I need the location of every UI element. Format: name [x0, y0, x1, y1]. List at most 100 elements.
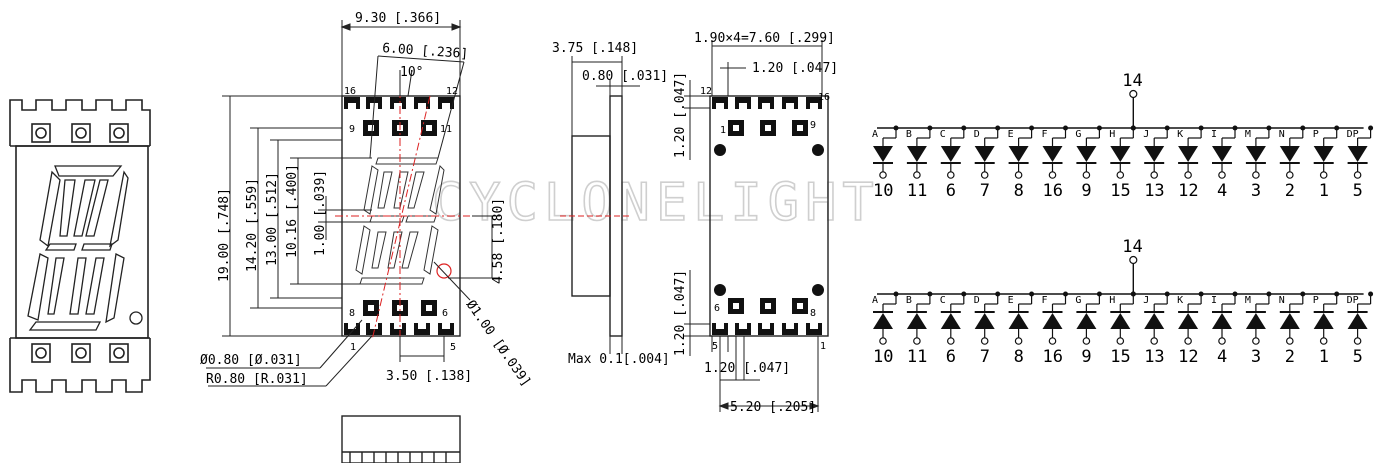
segment-label: N	[1279, 295, 1285, 306]
pin-label: 11	[440, 124, 452, 135]
segment-label: N	[1279, 129, 1285, 140]
diode-m: M3	[1245, 125, 1272, 201]
dim-max-label: Max 0.1[.004]	[568, 352, 670, 367]
pin-number: 2	[1285, 181, 1295, 201]
dim-pitch-total-label: 1.90×4=7.60 [.299]	[694, 31, 835, 46]
diode-j: J13	[1143, 291, 1170, 367]
segment-label: F	[1042, 295, 1048, 306]
pin-number: 9	[1081, 181, 1091, 201]
diode-f: F 16	[1042, 291, 1068, 367]
common-pin-label: 14	[1122, 71, 1142, 91]
pin-number: 16	[1043, 347, 1063, 367]
segment-label: E	[1008, 129, 1014, 140]
side-view: 3.75 [.148] 0.80 [.031] Max 0.1[.004]	[552, 41, 670, 367]
segment-label: I	[1211, 295, 1217, 306]
pin-label: 9	[349, 124, 355, 135]
pin-label: 1	[350, 342, 356, 353]
segment-label: C	[940, 129, 946, 140]
dim-pin-spacing-label: 3.50 [.138]	[386, 369, 472, 384]
pin-number: 9	[1081, 347, 1091, 367]
pin-number: 11	[907, 181, 927, 201]
back-pin-label: 8	[810, 308, 816, 319]
segment-label: B	[906, 295, 912, 306]
segment-label: A	[872, 295, 878, 306]
diode-p: P1	[1313, 125, 1340, 201]
segment-label: H	[1109, 295, 1115, 306]
dim-h-total-label: 19.00 [.748]	[217, 188, 232, 282]
segment-label: P	[1313, 129, 1319, 140]
back-pin-label: 1	[820, 341, 826, 352]
pin-number: 5	[1353, 347, 1363, 367]
dim-v-bottom-label: 1.20 [.047]	[673, 270, 688, 356]
segment-label: D	[974, 295, 980, 306]
pin-number: 10	[873, 181, 893, 201]
diode-e: E8	[1008, 125, 1035, 201]
pin-number: 3	[1251, 181, 1261, 201]
segment-label: DP	[1347, 295, 1359, 306]
segment-label: P	[1313, 295, 1319, 306]
segment-label: K	[1177, 129, 1183, 140]
dim-pad-top-label: 1.20 [.047]	[752, 61, 838, 76]
segment-label: J	[1143, 295, 1149, 306]
pin-number: 4	[1217, 181, 1227, 201]
diode-i: I4	[1211, 125, 1238, 201]
common-pin-label: 14	[1122, 237, 1142, 257]
segment-label: I	[1211, 129, 1217, 140]
back-pin-label: 1	[720, 125, 726, 136]
segment-label: G	[1075, 295, 1081, 306]
pin-number: 12	[1178, 347, 1198, 367]
back-pin-label: 5	[712, 341, 718, 352]
pin-number: 16	[1043, 181, 1063, 201]
pin-number: 7	[980, 347, 990, 367]
segment-label: F	[1042, 129, 1048, 140]
dim-slant-label: 10°	[400, 65, 423, 80]
decimal-point-marker	[436, 263, 452, 279]
back-pin-label: 12	[700, 86, 712, 97]
pin-number: 4	[1217, 347, 1227, 367]
pin-number: 10	[873, 347, 893, 367]
dim-v-top-label: 1.20 [.047]	[673, 72, 688, 158]
pin-label: 6	[442, 308, 448, 319]
dim-digit-width-label: 6.00 [.236]	[382, 41, 469, 62]
pin-number: 7	[980, 181, 990, 201]
circuit-diagrams: 14A10B11C6D7E8F16G9H15J13K12I4M3N2P1DP51…	[872, 71, 1374, 367]
pin-number: 6	[946, 181, 956, 201]
dim-pad-bottom-label: 1.20 [.047]	[704, 361, 790, 376]
dim-width-label: 9.30 [.366]	[355, 11, 441, 26]
dim-h-digit-label: 13.00 [.512]	[265, 172, 280, 266]
segment-label: J	[1143, 129, 1149, 140]
segment-label: M	[1245, 295, 1251, 306]
pin-number: 8	[1014, 347, 1024, 367]
dim-lead-label: 0.80 [.031]	[582, 69, 668, 84]
segment-label: DP	[1347, 129, 1359, 140]
front-dimension-view: 9.30 [.366] 6.00 [.236] 10° 16 12 9 11 8…	[200, 11, 534, 464]
dim-h-pins-label: 14.20 [.559]	[245, 178, 260, 272]
dim-dp-dia-label: Ø1.00 [Ø.039]	[463, 298, 534, 390]
diode-dp: DP 5	[1347, 291, 1374, 367]
pin-label: 12	[446, 86, 458, 97]
diode-j: J13	[1143, 125, 1170, 201]
pin-number: 8	[1014, 181, 1024, 201]
diode-a: A10	[872, 125, 899, 201]
diode-c: C6	[940, 291, 967, 367]
top-pins	[344, 97, 454, 109]
pin-label: 5	[450, 342, 456, 353]
back-pin-label: 16	[818, 92, 830, 103]
dim-seg-width-label: 1.00 [.039]	[313, 170, 328, 256]
pin-number: 15	[1110, 347, 1130, 367]
pin-number: 11	[907, 347, 927, 367]
dim-pad-dia-label: Ø0.80 [Ø.031]	[200, 353, 302, 368]
bottom-pin-row	[9, 338, 151, 393]
segment-label: B	[906, 129, 912, 140]
pin-number: 5	[1353, 181, 1363, 201]
diode-k: K 12	[1177, 291, 1204, 367]
bottom-pins	[344, 323, 454, 335]
pin-number: 12	[1178, 181, 1198, 201]
front-digit-outline	[355, 157, 445, 285]
back-pin-label: 6	[714, 303, 720, 314]
diode-h: H 15	[1109, 291, 1136, 367]
segment-label: K	[1177, 295, 1183, 306]
